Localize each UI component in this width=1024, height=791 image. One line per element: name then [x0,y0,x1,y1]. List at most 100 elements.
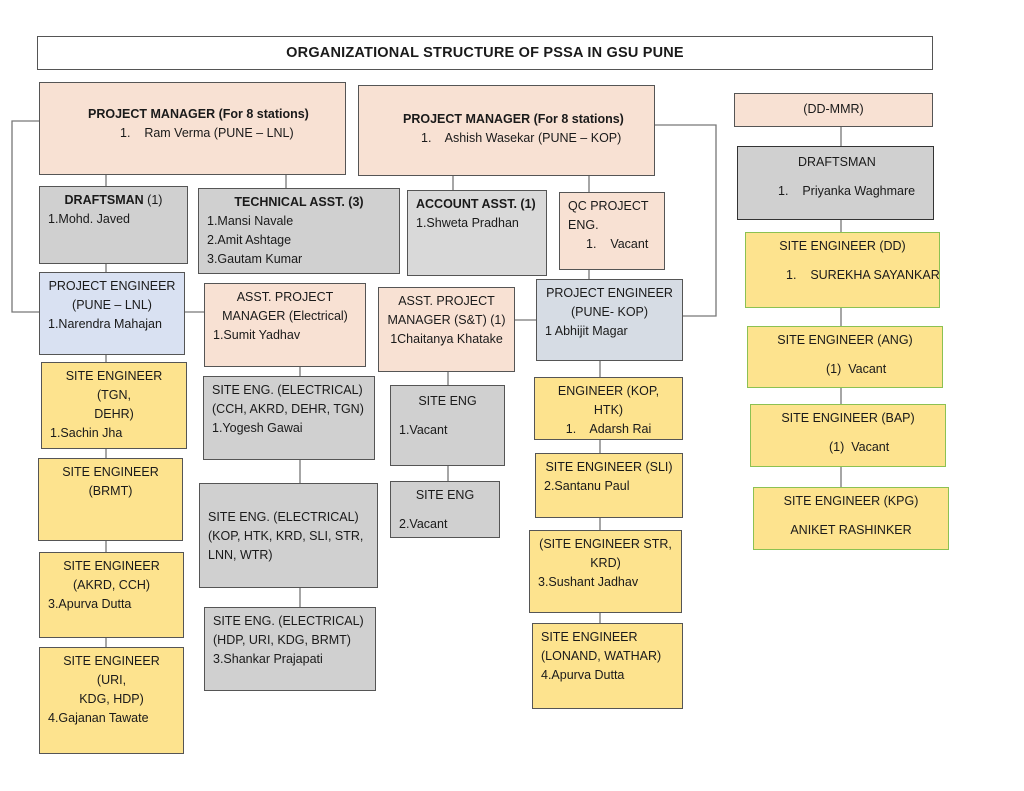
se-member: 3.Apurva Dutta [48,597,132,611]
site-engineer-sli[interactable]: SITE ENGINEER (SLI) 2.Santanu Paul [535,453,683,518]
se-heading-1: SITE ENGINEER (TGN, [65,369,163,402]
site-engineer-kpg[interactable]: SITE ENGINEER (KPG) ANIKET RASHINKER [753,487,949,550]
site-eng-electrical-2[interactable]: SITE ENG. (ELECTRICAL) (KOP, HTK, KRD, S… [199,483,378,588]
dd-mmr-heading: (DD-MMR) [803,102,864,116]
site-eng-electrical-3[interactable]: SITE ENG. (ELECTRICAL) (HDP, URI, KDG, B… [204,607,376,691]
site-engineer-brmt[interactable]: SITE ENGINEER (BRMT) [38,458,183,541]
apm-elec-heading-2: MANAGER (Electrical) [222,309,348,323]
se-elec-line-1: SITE ENG. (ELECTRICAL) [208,510,359,524]
se-heading-1: (SITE ENGINEER STR, [539,537,672,551]
asst-project-manager-electrical[interactable]: ASST. PROJECT MANAGER (Electrical) 1.Sum… [204,283,366,367]
apm-elec-member: 1.Sumit Yadhav [213,328,301,342]
se-bap-member: (1) Vacant [829,440,890,454]
project-manager-kop-member: 1. Ashish Wasekar (PUNE – KOP) [421,131,622,145]
technical-asst-member: 3.Gautam Kumar [207,252,303,266]
draftsman-dd[interactable]: DRAFTSMAN 1. Priyanka Waghmare [737,146,934,220]
se-heading-1: SITE ENGINEER [62,465,159,479]
account-asst-member: 1.Shweta Pradhan [416,216,519,230]
pe-kop-heading-2: (PUNE- KOP) [570,305,649,319]
draftsman-lnl-heading: DRAFTSMAN (1) [64,193,163,207]
se-heading-1: ENGINEER (KOP, HTK) [557,384,660,417]
technical-asst-member: 1.Mansi Navale [207,214,294,228]
site-engineer-bap[interactable]: SITE ENGINEER (BAP) (1) Vacant [750,404,946,467]
se-heading-2: (LONAND, WATHAR) [541,649,662,663]
se-heading-2: (BRMT) [88,484,133,498]
project-engineer-kop[interactable]: PROJECT ENGINEER (PUNE- KOP) 1 Abhijit M… [536,279,683,361]
qc-member: 1. Vacant [586,237,649,251]
se-elec-line-1: SITE ENG. (ELECTRICAL) [213,614,364,628]
site-engineer-tgn-dehr[interactable]: SITE ENGINEER (TGN, DEHR) 1.Sachin Jha [41,362,187,449]
se-heading-2: KRD) [590,556,621,570]
se-member: 2.Santanu Paul [544,479,630,493]
se-bap-heading: SITE ENGINEER (BAP) [781,411,915,425]
site-engineer-lonand-wathar[interactable]: SITE ENGINEER (LONAND, WATHAR) 4.Apurva … [532,623,683,709]
se-member: 1. Adarsh Rai [565,422,652,436]
chart-title: ORGANIZATIONAL STRUCTURE OF PSSA IN GSU … [37,36,933,70]
connector [655,124,717,317]
asst-project-manager-st[interactable]: ASST. PROJECT MANAGER (S&T) (1) 1Chaitan… [378,287,515,372]
project-manager-lnl-member: 1. Ram Verma (PUNE – LNL) [120,126,294,140]
project-manager-lnl[interactable]: PROJECT MANAGER (For 8 stations) 1. Ram … [39,82,346,175]
se-member: 1.Sachin Jha [50,426,123,440]
site-eng-heading: SITE ENG [418,394,477,408]
se-heading-2: (AKRD, CCH) [72,578,151,592]
se-kpg-heading: SITE ENGINEER (KPG) [783,494,919,508]
se-dd-heading: SITE ENGINEER (DD) [779,239,906,253]
site-eng-member: 2.Vacant [399,517,448,531]
se-kpg-member: ANIKET RASHINKER [790,523,912,537]
account-asst-heading: ACCOUNT ASST. (1) [416,197,536,211]
se-heading-2: KDG, HDP) [79,692,144,706]
technical-asst-member: 2.Amit Ashtage [207,233,292,247]
se-elec-line-3: 3.Shankar Prajapati [213,652,323,666]
project-manager-kop[interactable]: PROJECT MANAGER (For 8 stations) 1. Ashi… [358,85,655,176]
project-engineer-lnl[interactable]: PROJECT ENGINEER (PUNE – LNL) 1.Narendra… [39,272,185,355]
apm-st-member: 1Chaitanya Khatake [390,332,503,346]
site-eng-st-2[interactable]: SITE ENG 2.Vacant [390,481,500,538]
se-member: 4.Apurva Dutta [541,668,625,682]
connector [11,120,39,313]
site-engineer-dd[interactable]: SITE ENGINEER (DD) 1. SUREKHA SAYANKAR [745,232,940,308]
pe-kop-heading-1: PROJECT ENGINEER [546,286,673,300]
site-engineer-uri-kdg-hdp[interactable]: SITE ENGINEER (URI, KDG, HDP) 4.Gajanan … [39,647,184,754]
draftsman-dd-member: 1. Priyanka Waghmare [778,184,916,198]
se-member: 4.Gajanan Tawate [48,711,149,725]
site-engineer-str-krd[interactable]: (SITE ENGINEER STR, KRD) 3.Sushant Jadha… [529,530,682,613]
se-ang-member: (1) Vacant [826,362,887,376]
se-elec-line-2: (HDP, URI, KDG, BRMT) [213,633,351,647]
draftsman-lnl[interactable]: DRAFTSMAN (1) 1.Mohd. Javed [39,186,188,264]
se-elec-line-2: (KOP, HTK, KRD, SLI, STR, [208,529,364,543]
project-manager-kop-heading: PROJECT MANAGER (For 8 stations) [403,112,624,126]
apm-st-heading-2: MANAGER (S&T) (1) [387,313,506,327]
draftsman-dd-heading: DRAFTSMAN [798,155,876,169]
site-eng-electrical-1[interactable]: SITE ENG. (ELECTRICAL) (CCH, AKRD, DEHR,… [203,376,375,460]
account-asst[interactable]: ACCOUNT ASST. (1) 1.Shweta Pradhan [407,190,547,276]
site-eng-st-1[interactable]: SITE ENG 1.Vacant [390,385,505,466]
se-heading-1: SITE ENGINEER [63,559,160,573]
apm-elec-heading-1: ASST. PROJECT [236,290,334,304]
qc-project-engineer[interactable]: QC PROJECT ENG. 1. Vacant [559,192,665,270]
se-dd-member: 1. SUREKHA SAYANKAR [786,268,940,282]
dd-mmr[interactable]: (DD-MMR) [734,93,933,127]
pe-kop-member: 1 Abhijit Magar [545,324,628,338]
pe-lnl-heading-1: PROJECT ENGINEER [48,279,176,293]
engineer-kop-htk[interactable]: ENGINEER (KOP, HTK) 1. Adarsh Rai [534,377,683,440]
se-elec-line-3: LNN, WTR) [208,548,273,562]
technical-asst[interactable]: TECHNICAL ASST. (3) 1.Mansi Navale 2.Ami… [198,188,400,274]
se-heading-1: SITE ENGINEER (URI, [63,654,160,687]
apm-st-heading-1: ASST. PROJECT [398,294,495,308]
se-elec-line-2: (CCH, AKRD, DEHR, TGN) [212,402,364,416]
pe-lnl-heading-2: (PUNE – LNL) [72,298,152,312]
qc-heading-1: QC PROJECT [568,199,649,213]
se-heading-2: DEHR) [94,407,134,421]
se-heading-1: SITE ENGINEER [541,630,638,644]
site-engineer-ang[interactable]: SITE ENGINEER (ANG) (1) Vacant [747,326,943,388]
se-heading-1: SITE ENGINEER (SLI) [545,460,673,474]
technical-asst-heading: TECHNICAL ASST. (3) [234,195,364,209]
qc-heading-2: ENG. [568,218,599,232]
site-engineer-akrd-cch[interactable]: SITE ENGINEER (AKRD, CCH) 3.Apurva Dutta [39,552,184,638]
pe-lnl-member: 1.Narendra Mahajan [48,317,162,331]
se-elec-line-1: SITE ENG. (ELECTRICAL) [212,383,363,397]
se-elec-line-3: 1.Yogesh Gawai [212,421,303,435]
project-manager-lnl-heading: PROJECT MANAGER (For 8 stations) [88,107,309,121]
